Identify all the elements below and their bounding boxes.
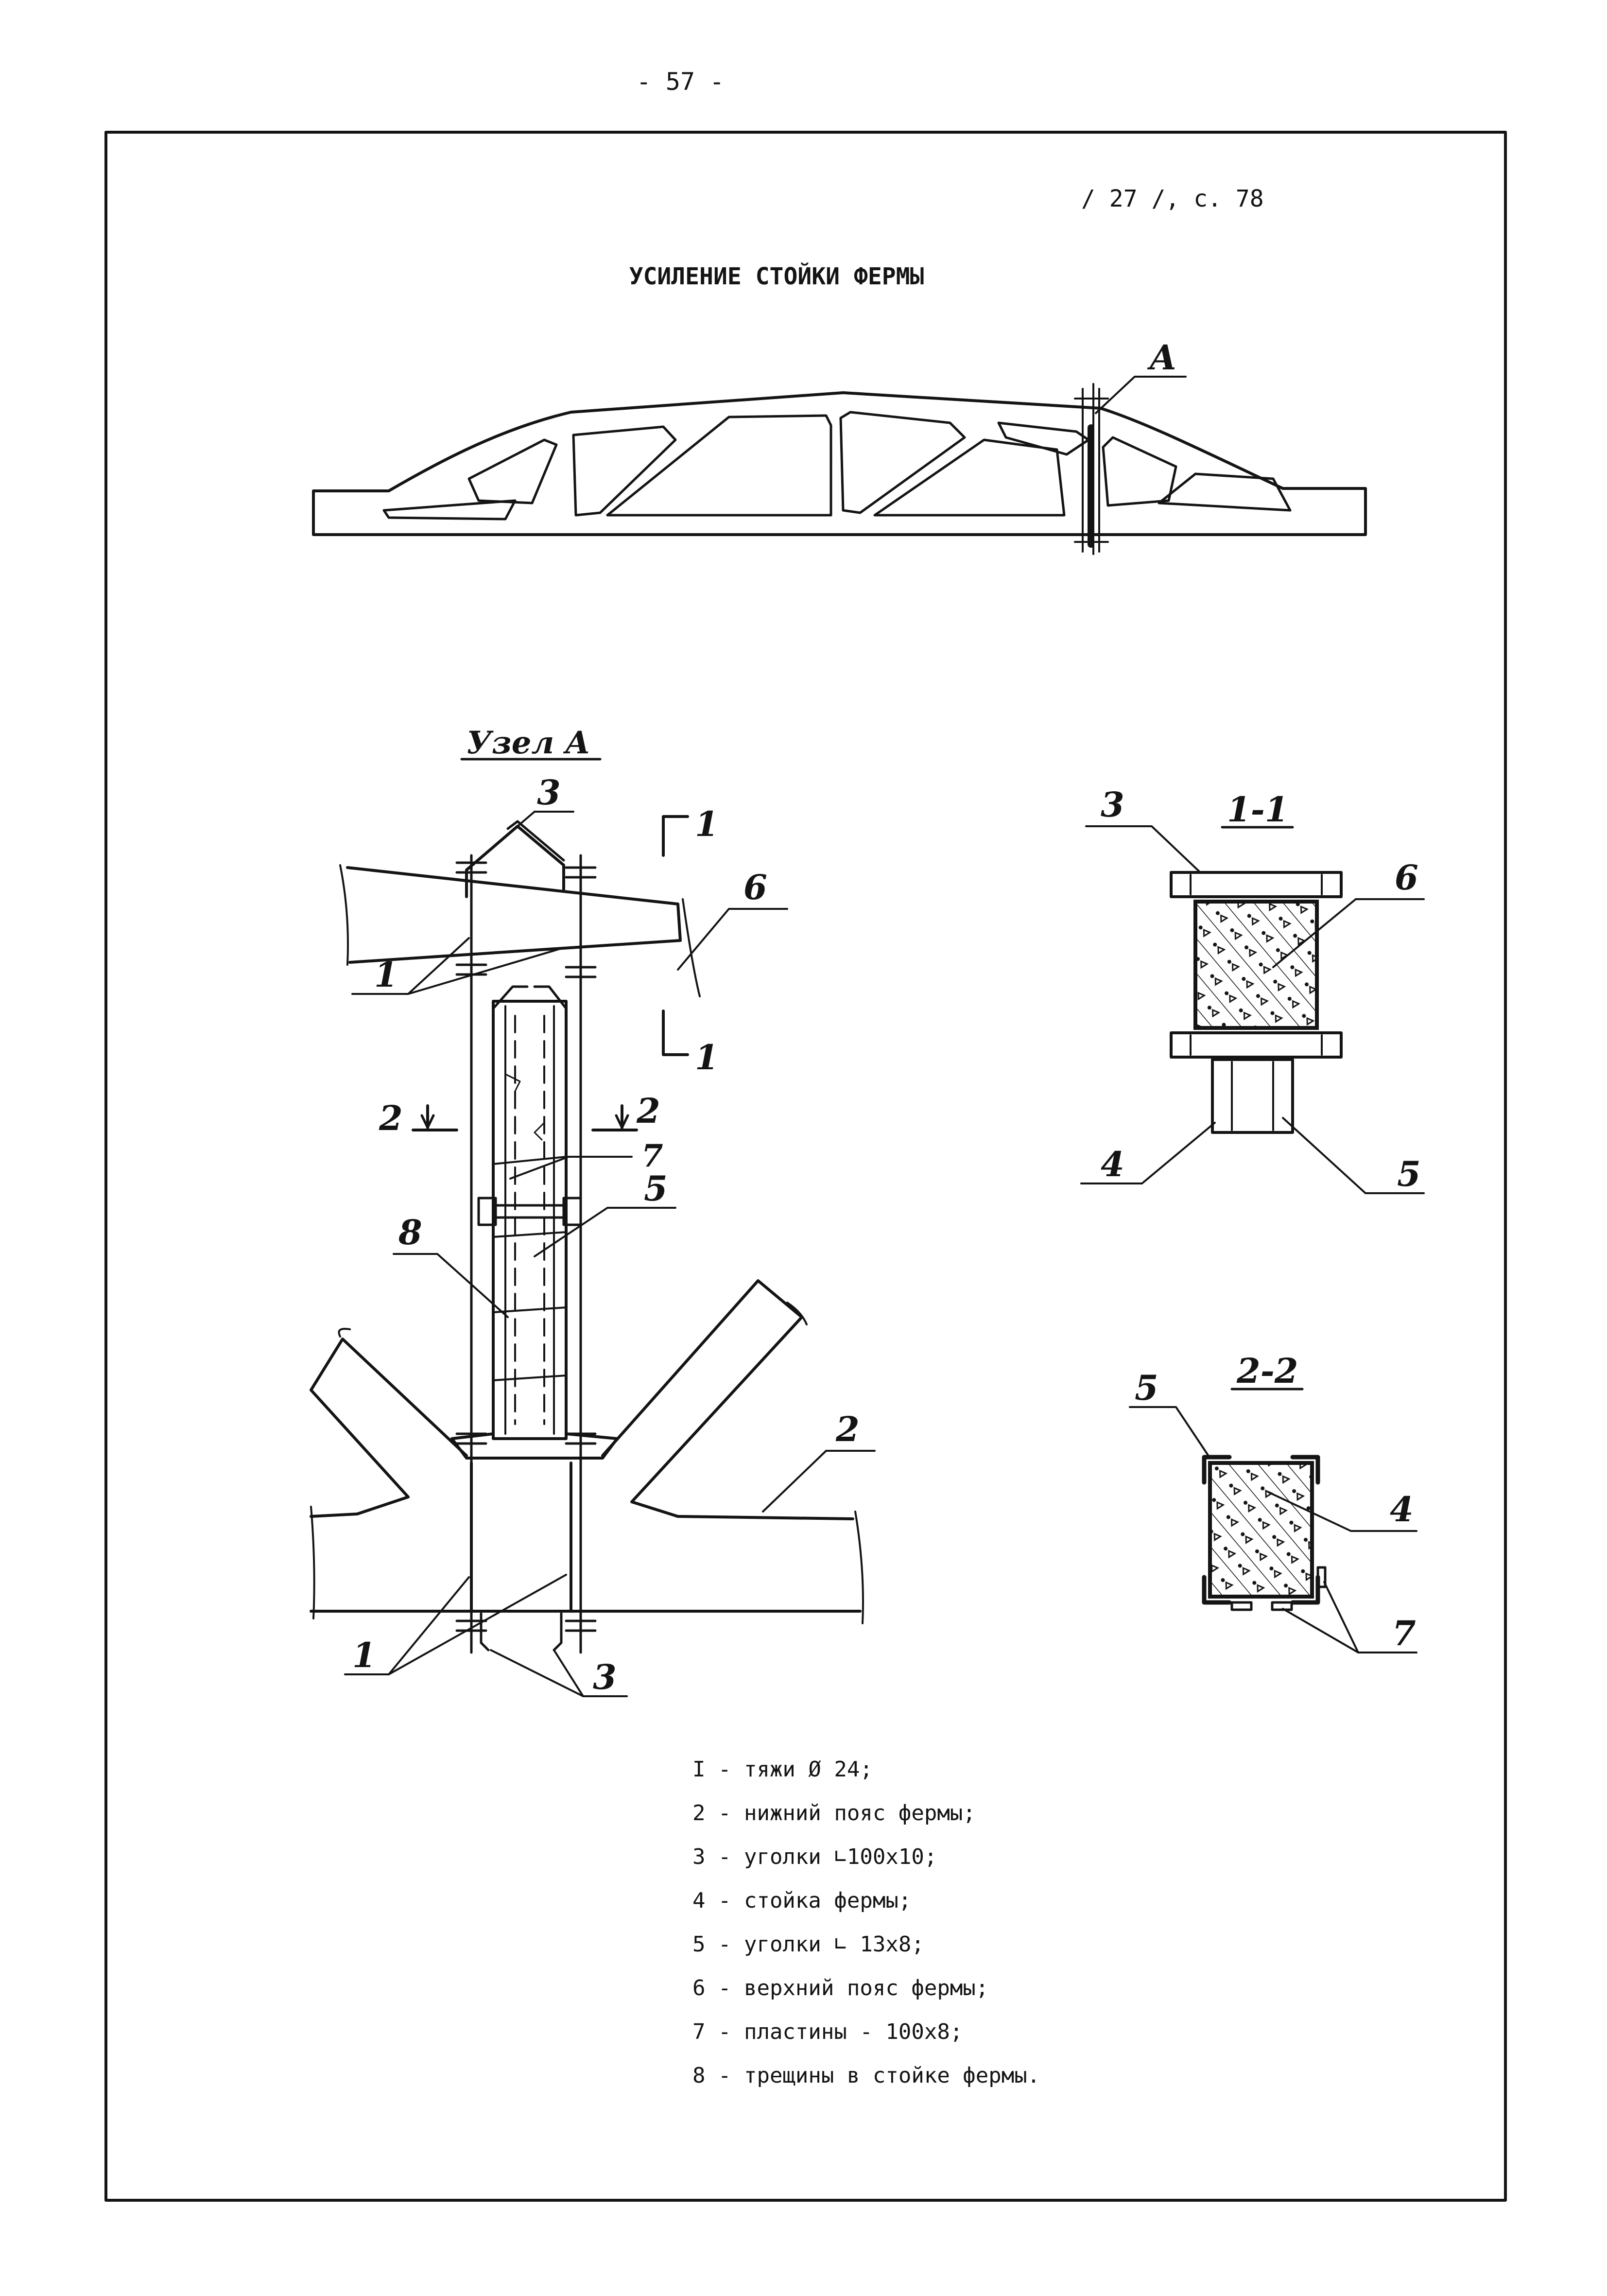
truss-opening — [997, 421, 1090, 456]
callout-number: 5 — [1397, 1154, 1421, 1194]
section-1-1: 1-1 3 6 4 5 — [1080, 784, 1425, 1194]
callout-number: 1 — [374, 955, 398, 995]
callout-number: 5 — [644, 1168, 668, 1209]
truss-elevation: А — [312, 337, 1367, 555]
truss-opening — [606, 414, 832, 517]
truss-opening — [873, 438, 1066, 517]
legend-item: 8 - трещины в стойке фермы. — [692, 2063, 1040, 2088]
top-chord — [346, 866, 682, 964]
truss-opening — [382, 499, 517, 521]
truss-opening — [467, 438, 558, 504]
callout-number: 5 — [1135, 1368, 1158, 1408]
section-mark: 2 — [636, 1091, 660, 1131]
callout-number: 2 — [835, 1409, 860, 1449]
legend-item: 5 - уголки ∟ 13х8; — [692, 1932, 924, 1957]
section-mark: 1 — [695, 804, 719, 844]
legend-item: 3 - уголки ∟100х10; — [692, 1844, 937, 1869]
callout-number: 3 — [1101, 784, 1124, 825]
section-title: 1-1 — [1227, 789, 1288, 830]
node-label: А — [1147, 337, 1177, 378]
legend-item: I - тяжи Ø 24; — [692, 1757, 873, 1782]
truss-opening — [572, 425, 677, 517]
page-number: - 57 - — [637, 68, 725, 96]
right-diagonal — [601, 1279, 803, 1518]
legend: I - тяжи Ø 24; 2 - нижний пояс фермы; 3 … — [692, 1757, 1040, 2088]
post-section — [1208, 1461, 1314, 1599]
section-mark: 1 — [695, 1037, 719, 1078]
plate — [477, 1197, 497, 1226]
callout-number: 7 — [641, 1138, 663, 1174]
truss-post — [492, 1000, 568, 1440]
callout-number: 6 — [1395, 857, 1418, 898]
section-title: 2-2 — [1236, 1351, 1298, 1391]
node-detail-heading: Узел А — [467, 725, 590, 761]
legend-item: 2 - нижний пояс фермы; — [692, 1801, 976, 1826]
frame-border — [104, 131, 1507, 2202]
plate — [562, 1197, 582, 1226]
node-a-detail: Узел А — [310, 725, 876, 1697]
left-diagonal — [310, 1338, 468, 1515]
bottom-chord — [310, 1513, 862, 1613]
callout-number: 4 — [1101, 1144, 1124, 1184]
truss-opening — [1158, 472, 1292, 512]
legend-item: 7 - пластины - 100х8; — [692, 2019, 963, 2044]
drawing-title: УСИЛЕНИЕ СТОЙКИ ФЕРМЫ — [629, 262, 924, 290]
callout-number: 7 — [1392, 1613, 1416, 1653]
truss-opening — [1102, 436, 1177, 507]
top-chord-section — [1193, 900, 1319, 1030]
crack — [504, 1073, 545, 1141]
callout-number: 3 — [593, 1657, 617, 1697]
section-mark: 2 — [379, 1098, 403, 1138]
callout-number: 8 — [398, 1212, 422, 1252]
section-2-2: 2-2 5 4 7 — [1129, 1351, 1417, 1653]
callout-number: 1 — [352, 1635, 376, 1675]
callout-number: 4 — [1390, 1489, 1414, 1530]
callout-number: 6 — [743, 867, 767, 907]
source-reference: / 27 /, с. 78 — [1081, 185, 1264, 212]
legend-item: 6 - верхний пояс фермы; — [692, 1976, 988, 2000]
truss-opening — [839, 411, 966, 514]
legend-item: 4 - стойка фермы; — [692, 1888, 911, 1913]
callout-number: 3 — [537, 772, 561, 813]
